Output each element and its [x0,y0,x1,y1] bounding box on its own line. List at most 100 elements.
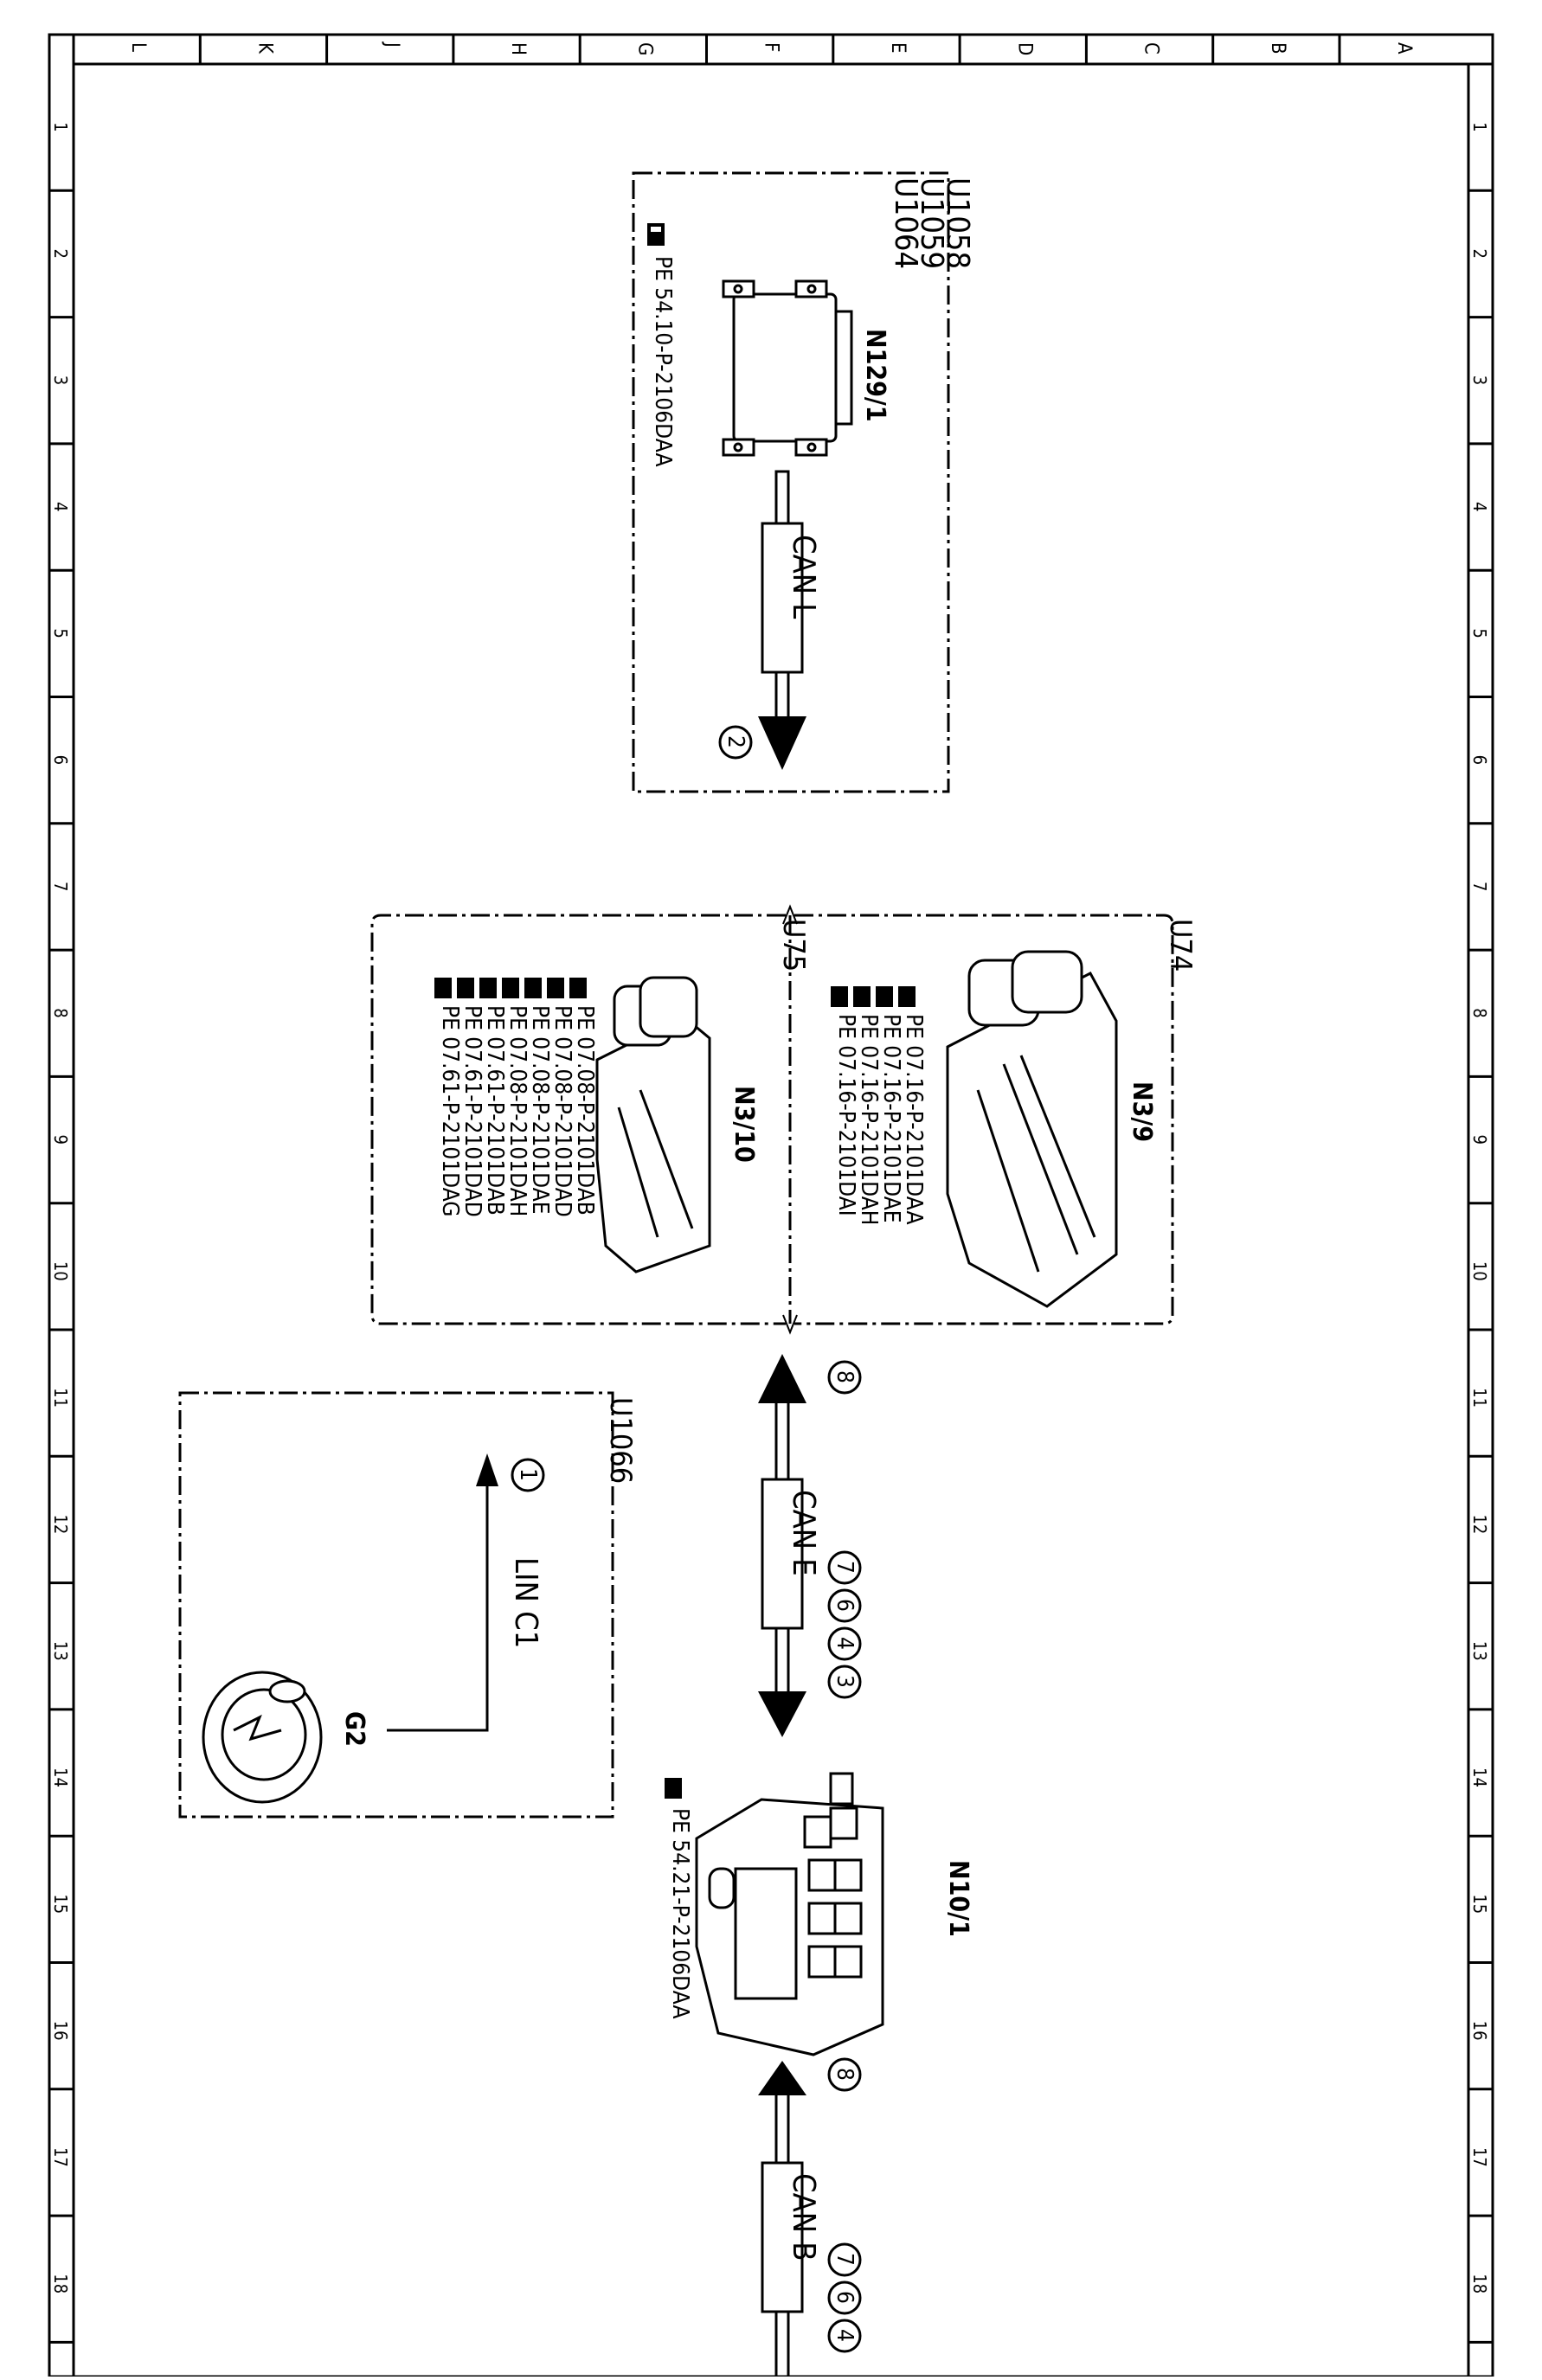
row-label: 7 [1469,882,1490,891]
row-label: 10 [1469,1261,1490,1281]
row-label: 12 [50,1514,71,1534]
row-label: 16 [50,2021,71,2041]
column-label: J [381,41,402,48]
doc-ref-icon [647,223,665,246]
bus-line-can-e [758,1354,806,1737]
module-code: U1064 [888,177,923,269]
wire-marker [827,1626,862,1661]
row-label: 1 [1469,122,1490,132]
row-label: 8 [1469,1008,1490,1017]
row-label: 6 [50,755,71,765]
instrument-cluster-module: U1058 U1059 U1064 N129/1 PE 54.10-P-2106… [632,171,975,793]
wire-marker-label: 4 [832,2329,858,2342]
wire-marker [827,1588,862,1623]
column-label: E [887,42,909,54]
doc-ref: PE 07.16-P-2101DAI [833,1014,859,1216]
row-label: 3 [1469,375,1490,385]
row-label: 14 [1469,1767,1490,1787]
column-label: K [254,42,275,55]
alternator-module: U1066 1 LIN C1 G2 [178,1391,638,1819]
lin-wire [387,1484,489,1732]
wire-marker-label: 4 [832,1637,858,1650]
module-code: U75 [776,919,811,972]
row-label: 11 [1469,1388,1490,1408]
component-label: N10/1 [943,1860,973,1937]
instrument-cluster-dashed-box [632,171,950,793]
column-label: B [1267,42,1288,55]
bus-label: CAN B [786,2173,821,2261]
column-label: A [1393,42,1415,55]
component-label: N129/1 [860,329,890,422]
column-label: C [1140,42,1162,55]
doc-ref: PE 54.21-P-2106DAA [667,1808,693,2018]
component-label: G2 [339,1711,369,1747]
wire-marker-label: 7 [832,1561,858,1574]
row-label: 14 [50,1767,71,1787]
doc-ref: PE 07.08-P-2101DAB [572,1005,598,1216]
u74-dashed-box [794,914,1174,1325]
row-label: 17 [1469,2147,1490,2167]
column-label: G [633,42,655,55]
wire-marker-label: 1 [515,1468,541,1481]
row-label: 18 [1469,2274,1490,2293]
ecu-n3-10-drawing [595,976,711,1273]
wire-marker-label: 2 [723,735,749,748]
doc-ref: PE 07.16-P-2101DAA [901,1014,927,1224]
row-label: 12 [1469,1514,1490,1534]
bus-label-box [761,1478,804,1630]
bus-label: LIN C1 [508,1557,543,1648]
row-label: 6 [1469,755,1490,765]
doc-ref: PE 07.61-P-2101DAD [459,1005,485,1217]
wire-marker [827,1550,862,1585]
doc-ref: PE 07.08-P-2101DAH [504,1005,530,1216]
component-label: N3/9 [1127,1081,1157,1142]
doc-ref: PE 07.16-P-2101DAH [856,1014,882,1225]
bus-label-box [761,2161,804,2313]
column-label: H [507,42,529,55]
module-code: U74 [1163,919,1198,972]
row-label: 7 [50,882,71,891]
row-label: 4 [50,502,71,511]
doc-ref-icon [831,986,916,1007]
module-code: U1059 [914,177,949,269]
doc-ref: PE 07.61-P-2101DAG [437,1005,463,1216]
doc-ref: PE 07.08-P-2101DAD [549,1005,575,1217]
row-label: 8 [50,1008,71,1017]
row-label: 10 [50,1261,71,1281]
doc-ref: PE 07.08-P-2101DAE [527,1005,553,1215]
doc-ref: PE 07.61-P-2101DAB [482,1005,508,1216]
alternator-drawing [202,1671,323,1804]
wire-marker-label: 8 [832,1370,858,1383]
row-label: 17 [50,2147,71,2167]
bus-line-can-b [758,2061,806,2378]
row-label: 5 [50,628,71,638]
row-label: 13 [1469,1641,1490,1661]
wire-marker-label: 8 [832,2068,858,2081]
wire-marker [827,1665,862,1699]
doc-ref-icon [434,978,587,998]
bus-label: CAN L [786,535,821,619]
bus-label: CAN E [786,1490,821,1576]
row-label: 2 [1469,248,1490,258]
row-label: 15 [1469,1894,1490,1914]
component-label: N3/10 [729,1086,759,1163]
wire-marker [511,1458,545,1492]
doc-ref-icon [665,1778,682,1799]
wire-marker-label: 3 [832,1675,858,1688]
wire-marker-label: 6 [832,2291,858,2304]
bus-label-box [761,522,804,674]
row-label: 4 [1469,502,1490,511]
row-label: 16 [1469,2021,1490,2041]
wire-marker-label: 6 [832,1599,858,1612]
wire-marker [827,2319,862,2353]
engine-ecu-group: U74 N3/9 PE 07.16-P-2101DAA PE 07.16-P-2… [370,904,1198,1335]
row-label: 13 [50,1641,71,1661]
alternator-dashed-box [178,1391,614,1819]
row-label: 9 [1469,1135,1490,1145]
row-label: 3 [50,375,71,385]
row-label: 2 [50,248,71,258]
